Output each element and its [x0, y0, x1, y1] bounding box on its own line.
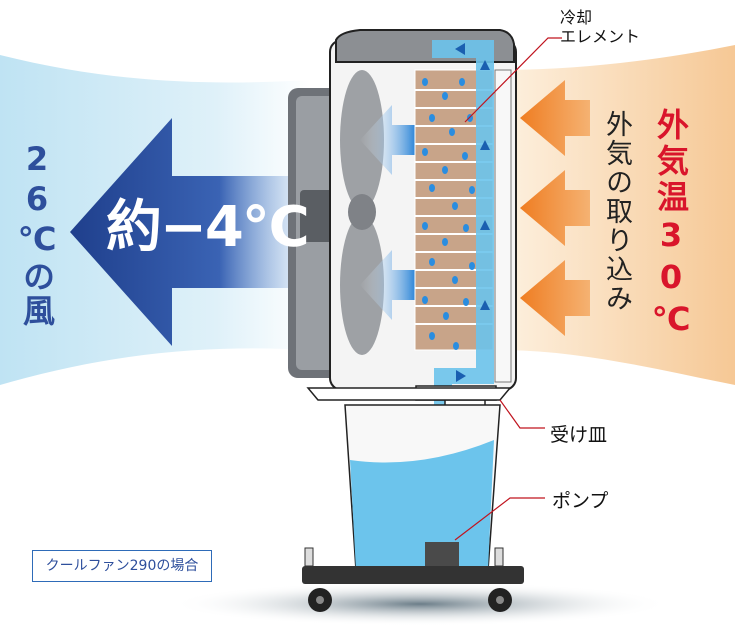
cool-air-arrow [70, 118, 300, 346]
pump-label: ポンプ [552, 490, 609, 512]
water-tank [306, 387, 512, 571]
cooling-element-label-line1: 冷却 [560, 8, 593, 27]
cooling-element-label-line2: エレメント [560, 27, 641, 46]
drip-tray-label: 受け皿 [550, 424, 608, 446]
pump-icon [425, 542, 459, 568]
leader-lines [454, 37, 562, 541]
cool-wind-label: 26℃の風 [18, 140, 56, 328]
orange-arrow-left-icon [520, 80, 590, 336]
caster-wheel-icon [302, 547, 524, 612]
model-note: クールファン290の場合 [32, 550, 212, 582]
water-drop-icon [422, 78, 475, 350]
floor-shadow [170, 582, 670, 626]
temp-drop-label: 約−4℃ [106, 195, 310, 260]
blue-arrow-left-icon [360, 105, 415, 320]
outside-temp-label: 外気温30℃ [652, 108, 690, 342]
rear-grille [288, 88, 342, 378]
cooling-element-label: 冷却 エレメント [560, 8, 640, 46]
intake-label: 外気の取り込み [601, 110, 632, 313]
